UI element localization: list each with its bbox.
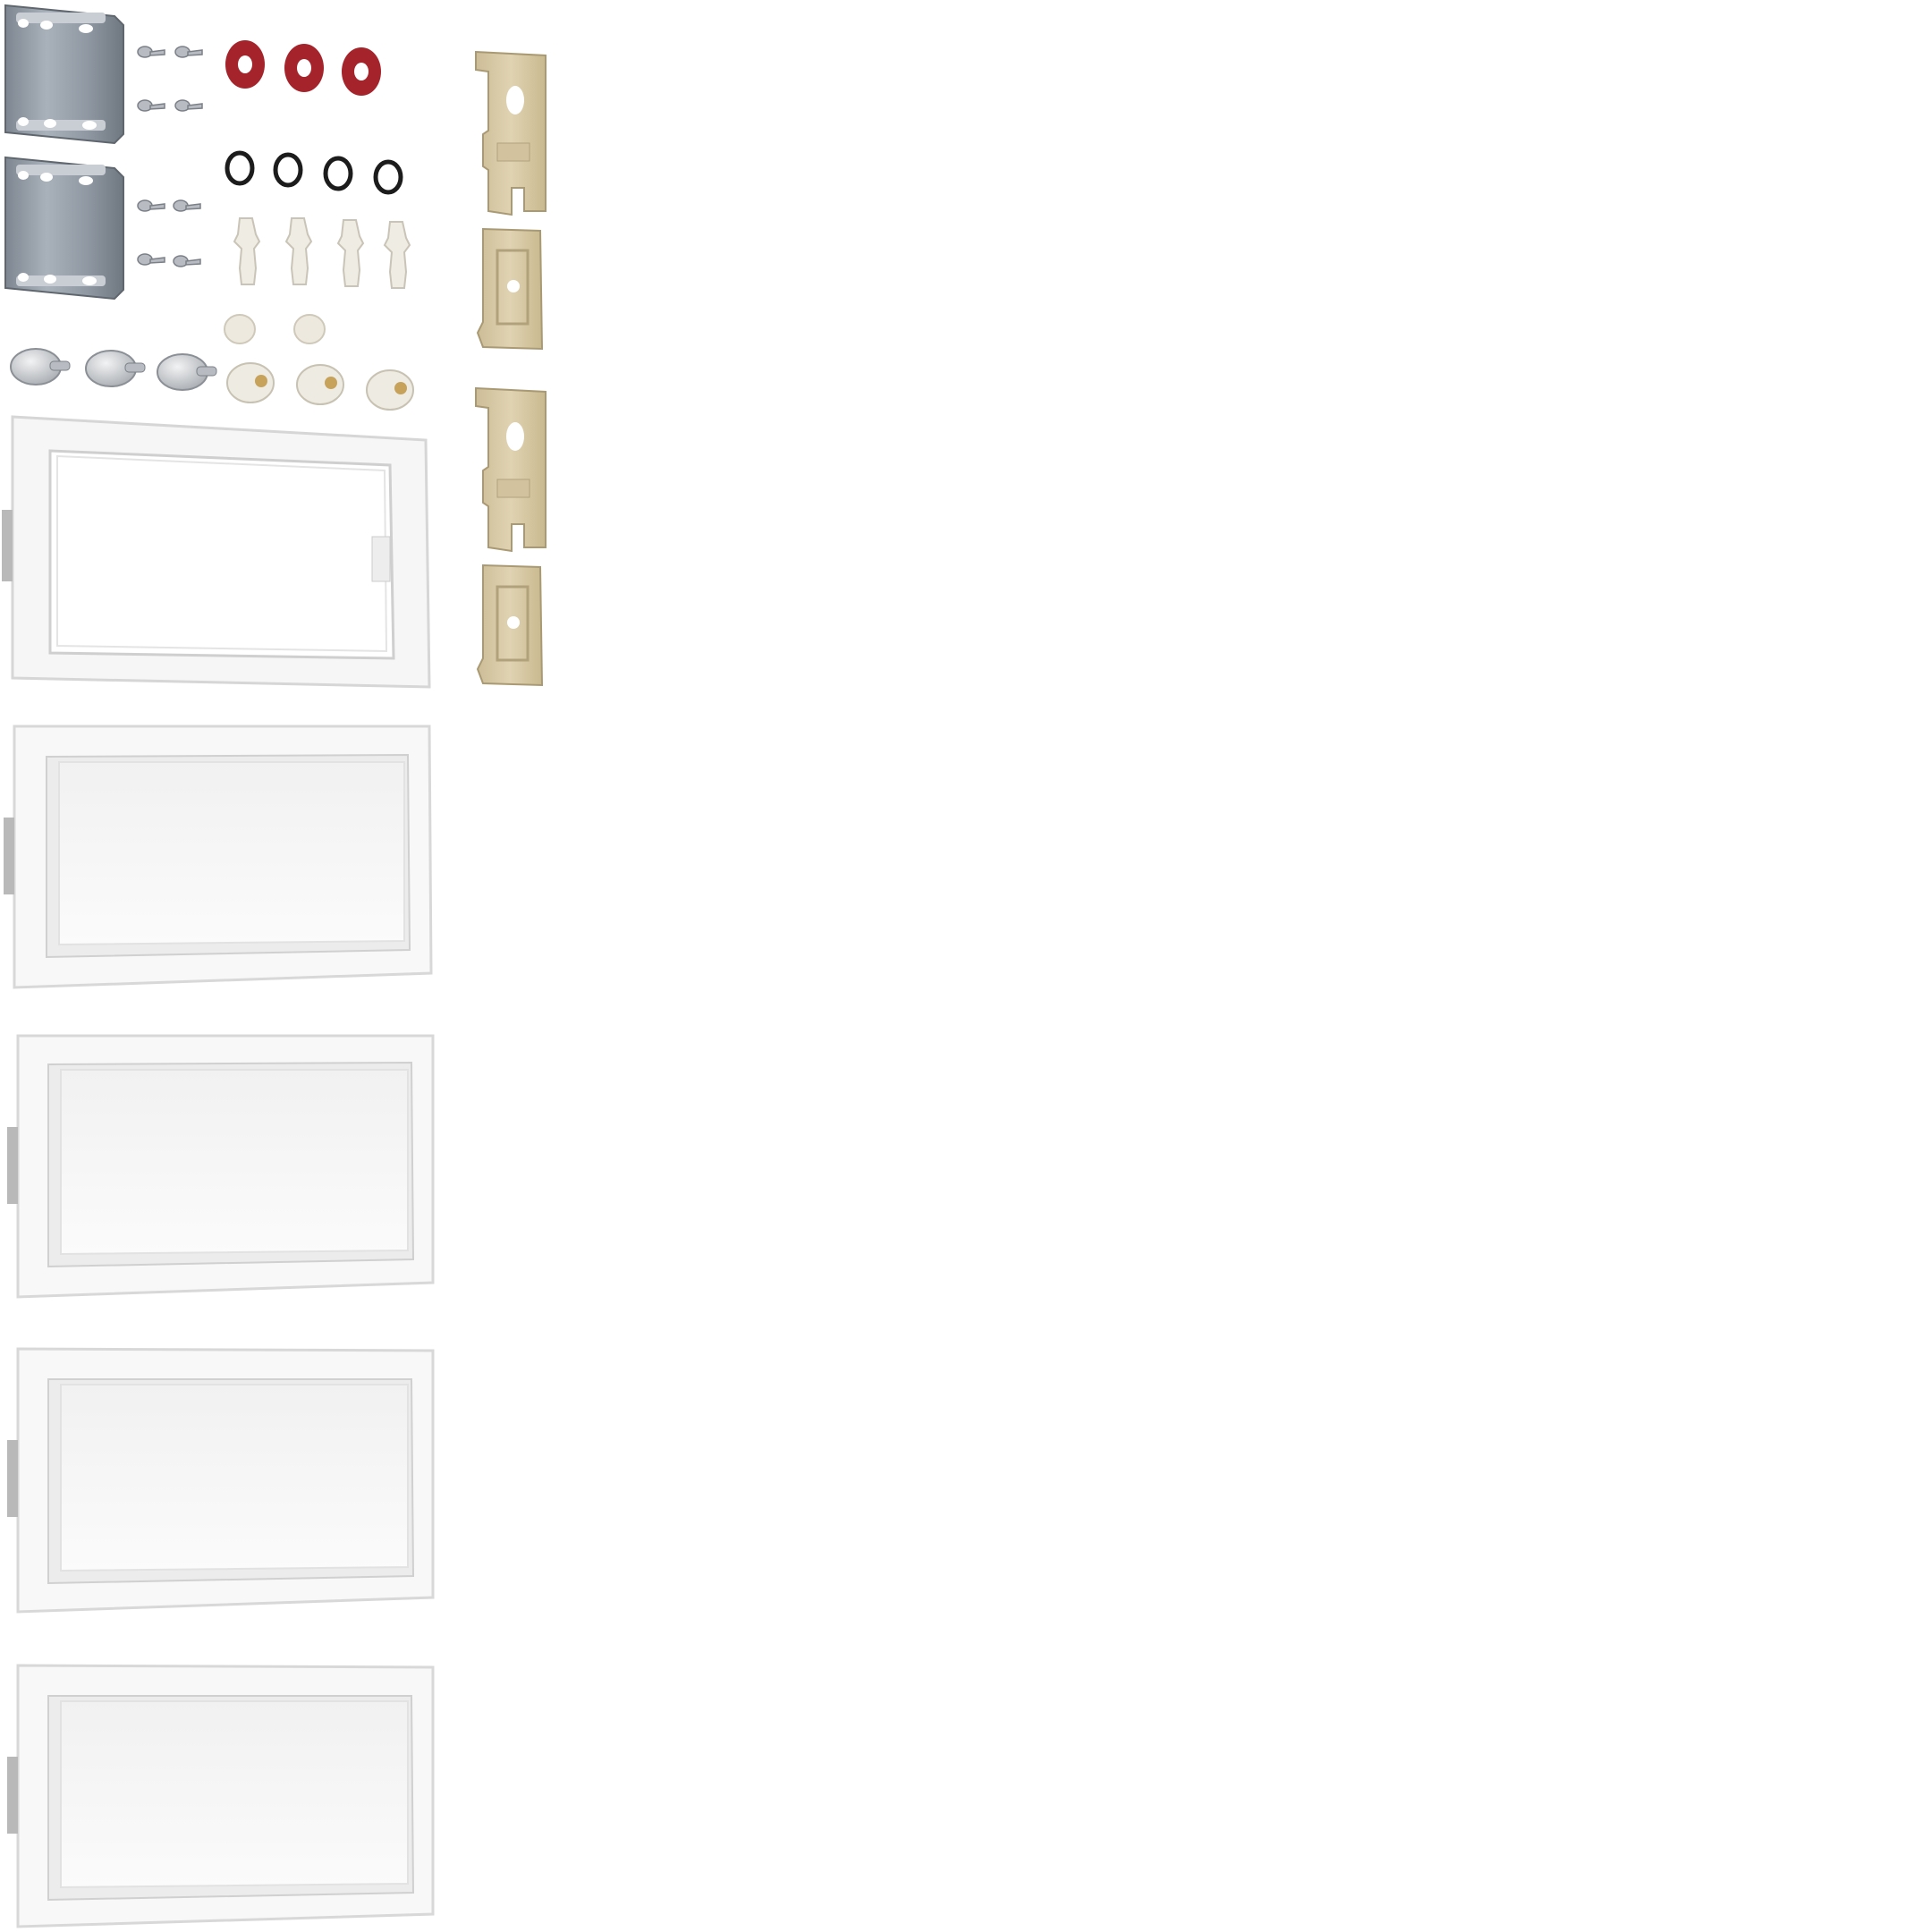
- small-caps: [224, 314, 326, 344]
- beige-clip-short: [476, 564, 544, 687]
- spacer-pin: [383, 221, 411, 289]
- spacer-pin: [233, 217, 261, 285]
- cover-panel: [4, 724, 433, 989]
- screw: [174, 99, 203, 112]
- screw: [137, 99, 165, 112]
- screw: [137, 46, 165, 58]
- bushing: [226, 362, 275, 403]
- bushing: [296, 364, 344, 405]
- o-ring: [273, 152, 303, 188]
- spacer-pins: [233, 217, 411, 289]
- small-cap: [224, 314, 256, 344]
- stud-feet: [10, 348, 217, 391]
- red-washer: [225, 40, 265, 89]
- stud-foot: [10, 348, 71, 386]
- screw: [173, 199, 201, 212]
- cover-panel: [7, 1034, 435, 1299]
- o-ring: [323, 156, 353, 191]
- black-o-rings: [225, 150, 403, 195]
- open-frame: [2, 415, 431, 689]
- cover-panel: [7, 1347, 435, 1614]
- spacer-pin: [336, 219, 365, 287]
- spacer-pin: [284, 217, 313, 285]
- red-washer: [342, 47, 381, 96]
- beige-clip-short: [476, 227, 544, 351]
- small-cap: [293, 314, 326, 344]
- o-ring: [373, 159, 403, 195]
- steel-bracket: [4, 156, 124, 301]
- screw: [174, 46, 203, 58]
- red-washer: [284, 44, 324, 92]
- beige-clip-long: [475, 386, 547, 553]
- bushings: [226, 362, 414, 411]
- screws: [137, 46, 203, 267]
- screw: [173, 255, 201, 267]
- bushing: [366, 369, 414, 411]
- screw: [137, 253, 165, 266]
- screw: [137, 199, 165, 212]
- o-ring: [225, 150, 255, 186]
- stud-foot: [157, 353, 217, 391]
- beige-clips: [475, 50, 547, 687]
- cover-panel: [7, 1664, 435, 1928]
- steel-bracket: [4, 4, 124, 145]
- stud-foot: [85, 350, 146, 387]
- beige-clip-long: [475, 50, 547, 216]
- red-washers: [225, 40, 381, 96]
